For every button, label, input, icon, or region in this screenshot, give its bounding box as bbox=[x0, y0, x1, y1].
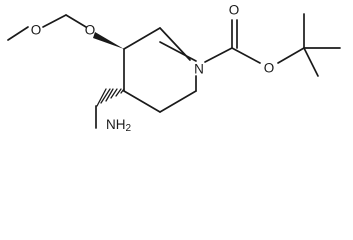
hash-3 bbox=[110, 88, 118, 99]
atom-ether-oxygen-methyl: O bbox=[31, 23, 42, 38]
atom-labels: N O O O O NH2 bbox=[31, 3, 275, 134]
atom-ester-oxygen: O bbox=[264, 61, 275, 76]
molecule-structure: N O O O O NH2 bbox=[7, 3, 341, 134]
hash-2 bbox=[115, 88, 122, 97]
hash-6 bbox=[96, 88, 107, 107]
bond-c3-c2 bbox=[123, 27, 161, 50]
bond-ester-o-tbu bbox=[277, 47, 305, 64]
piperidine-ring bbox=[123, 27, 197, 113]
atom-ether-oxygen-ring: O bbox=[85, 23, 96, 38]
aminomethyl-group bbox=[95, 88, 125, 129]
bond-c2-n1 bbox=[159, 41, 197, 62]
mom-ether-group bbox=[7, 14, 124, 49]
hash-5 bbox=[100, 88, 111, 104]
bond-tbu-methyl-bottom bbox=[303, 47, 319, 77]
bond-n1-carbonyl bbox=[204, 47, 233, 63]
bond-c2-n1-upper bbox=[159, 27, 191, 61]
boc-group bbox=[204, 13, 341, 77]
hash-4 bbox=[105, 88, 114, 102]
atom-carbonyl-oxygen: O bbox=[229, 3, 240, 18]
wedge-bond-c3-o bbox=[93, 32, 124, 49]
atom-amine: NH2 bbox=[106, 117, 132, 134]
bond-o-methyl bbox=[7, 26, 29, 41]
bond-o-ch2 bbox=[65, 14, 87, 28]
bond-ch2-o bbox=[42, 14, 67, 28]
bond-c6-c5 bbox=[159, 90, 197, 113]
bond-c5-c4 bbox=[123, 90, 161, 113]
atom-ring-nitrogen: N bbox=[194, 62, 204, 77]
bond-carbonyl-ester-o bbox=[231, 47, 261, 64]
hash-1 bbox=[120, 88, 125, 94]
